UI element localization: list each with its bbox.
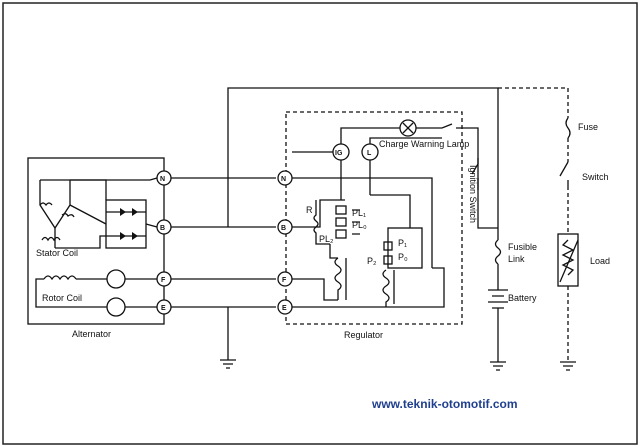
rotor-coil-label: Rotor Coil — [42, 293, 82, 303]
ground-symbol-1 — [220, 359, 236, 369]
alternator-box — [27, 157, 165, 325]
fusible-label-1: Fusible — [508, 242, 537, 252]
label-p2: P₂ — [367, 256, 377, 266]
ignition-switch-symbol — [471, 158, 479, 190]
ground-symbol-2 — [490, 361, 506, 371]
load-resistor — [561, 239, 575, 276]
alt-terminal-f-label: F — [161, 277, 166, 284]
regulator-internals — [292, 151, 445, 308]
diode-bridge — [105, 199, 147, 249]
fuse-symbol — [565, 117, 571, 139]
fusible-label-2: Link — [508, 254, 525, 264]
regulator-label: Regulator — [344, 330, 383, 340]
wire-b-to-battery-top — [227, 87, 499, 227]
wire-ig-to-lamp — [340, 127, 400, 144]
fuse-label: Fuse — [578, 122, 598, 132]
alt-b-internal-wire — [145, 223, 158, 228]
load-label: Load — [590, 256, 610, 266]
label-plo: PL₀ — [352, 220, 367, 230]
alt-terminal-n-label: N — [160, 176, 165, 183]
alt-terminal-b-label: B — [160, 225, 165, 232]
watermark-url: www.teknik-otomotif.com — [371, 397, 518, 411]
load-arrow — [559, 239, 579, 283]
reg-terminal-l-label: L — [367, 150, 372, 157]
reg-terminal-e-label: E — [282, 305, 287, 312]
label-p1: P₁ — [398, 238, 407, 248]
alternator-label: Alternator — [72, 329, 111, 339]
battery-symbol — [488, 289, 508, 309]
label-r: R — [306, 205, 313, 215]
reg-terminal-f-label: F — [282, 277, 287, 284]
alt-n-internal-wire — [70, 177, 158, 181]
label-pl2: PL₂ — [319, 234, 334, 244]
reg-terminal-n-label: N — [281, 176, 286, 183]
stator-coil-symbol — [39, 180, 75, 248]
stator-wire-2 — [69, 204, 107, 225]
stator-coil-label: Stator Coil — [36, 248, 78, 258]
switch-symbol — [559, 161, 569, 186]
label-pl1: PL₁ — [352, 208, 366, 218]
stator-wire-3 — [55, 235, 106, 249]
fusible-link-symbol — [494, 239, 502, 265]
ignition-switch-label: Ignition Switch — [468, 165, 478, 223]
reg-terminal-b-label: B — [281, 225, 286, 232]
wire-l-to-lamp — [369, 137, 442, 144]
regulator-box — [285, 111, 463, 325]
lamp-cross — [402, 122, 414, 134]
ground-symbol-3 — [560, 361, 576, 371]
battery-label: Battery — [508, 293, 537, 303]
wire-to-fuse — [498, 87, 569, 118]
switch-label: Switch — [582, 172, 609, 182]
alt-terminal-e-label: E — [161, 305, 166, 312]
reg-terminal-ig-label: IG — [335, 150, 343, 157]
label-po: P₀ — [398, 252, 408, 262]
charge-warning-lamp-label: Charge Warning Lamp — [379, 139, 469, 149]
stator-wire-1 — [40, 179, 107, 200]
